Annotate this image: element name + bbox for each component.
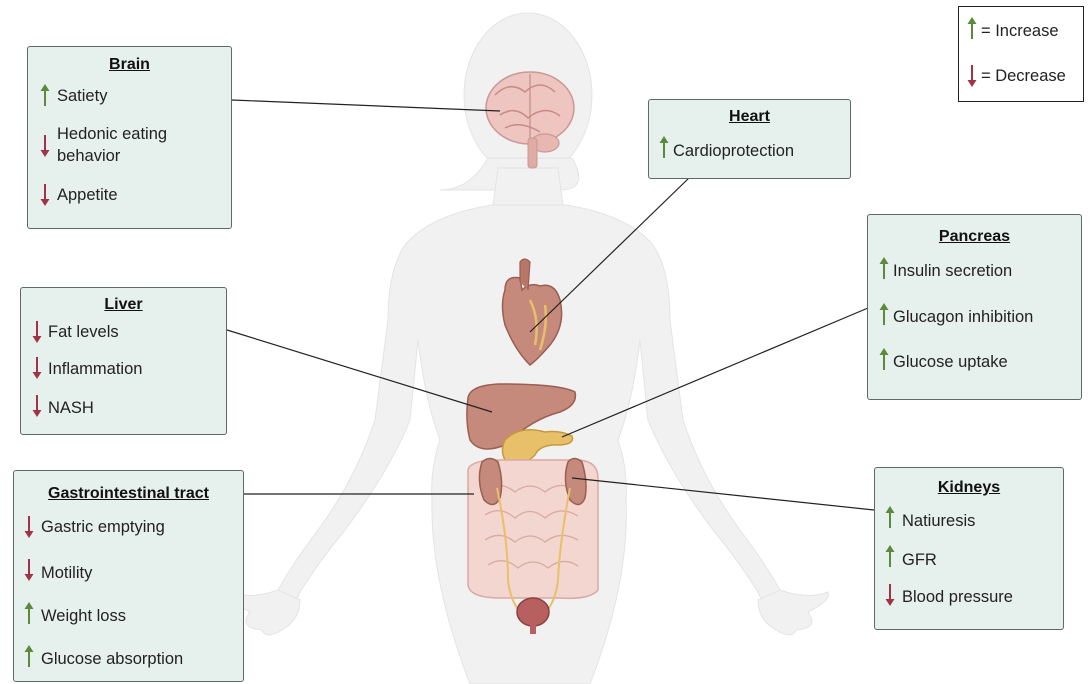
heart-title: Heart — [649, 108, 850, 126]
kidneys-box: Kidneys Natiuresis GFR Blood pressure — [874, 467, 1064, 630]
liver-title: Liver — [21, 296, 226, 314]
brain-box: Brain Satiety Hedonic eating behavior Ap… — [27, 46, 232, 229]
decrease-arrow-icon — [40, 135, 50, 157]
heart-box: Heart Cardioprotection — [648, 99, 851, 179]
decrease-arrow-icon — [24, 559, 34, 581]
liver-box: Liver Fat levels Inflammation NASH — [20, 287, 227, 435]
gi-title: Gastrointestinal tract — [14, 485, 243, 503]
brain-item-hedonic-eating: Hedonic eating — [57, 124, 167, 144]
liver-item-nash: NASH — [48, 398, 94, 418]
decrease-arrow-icon — [24, 516, 34, 538]
brain-item-appetite: Appetite — [57, 185, 118, 205]
decrease-arrow-icon — [32, 321, 42, 343]
decrease-arrow-icon — [885, 584, 895, 606]
liver-item-inflammation: Inflammation — [48, 359, 142, 379]
kidneys-title: Kidneys — [875, 479, 1063, 497]
increase-arrow-icon — [40, 84, 50, 106]
decrease-arrow-icon — [32, 357, 42, 379]
kidneys-item-natiuresis: Natiuresis — [902, 511, 975, 531]
heart-item-cardioprotection: Cardioprotection — [673, 141, 794, 161]
brain-item-satiety: Satiety — [57, 86, 107, 106]
increase-arrow-icon — [24, 602, 34, 624]
increase-arrow-icon — [879, 257, 889, 279]
increase-arrow-icon — [879, 348, 889, 370]
decrease-arrow-icon — [40, 184, 50, 206]
gi-item-glucose-absorption: Glucose absorption — [41, 649, 183, 669]
increase-arrow-icon — [885, 506, 895, 528]
brain-item-hedonic-eating-line2: behavior — [57, 146, 120, 166]
brain-title: Brain — [28, 56, 231, 74]
liver-item-fat-levels: Fat levels — [48, 322, 119, 342]
gi-item-gastric-emptying: Gastric emptying — [41, 517, 165, 537]
pancreas-item-insulin-secretion: Insulin secretion — [893, 261, 1012, 281]
pancreas-title: Pancreas — [868, 228, 1081, 246]
decrease-arrow-icon — [967, 65, 977, 87]
brain-leader-line — [232, 100, 500, 111]
pancreas-item-glucagon-inhibition: Glucagon inhibition — [893, 307, 1033, 327]
gi-box: Gastrointestinal tract Gastric emptying … — [13, 470, 244, 682]
kidneys-item-gfr: GFR — [902, 550, 937, 570]
legend-decrease-label: = Decrease — [981, 66, 1066, 86]
pancreas-item-glucose-uptake: Glucose uptake — [893, 352, 1008, 372]
pancreas-box: Pancreas Insulin secretion Glucagon inhi… — [867, 214, 1082, 400]
legend-increase-label: = Increase — [981, 21, 1059, 41]
kidneys-item-blood-pressure: Blood pressure — [902, 587, 1013, 607]
gi-item-weight-loss: Weight loss — [41, 606, 126, 626]
increase-arrow-icon — [885, 545, 895, 567]
decrease-arrow-icon — [32, 395, 42, 417]
increase-arrow-icon — [659, 136, 669, 158]
increase-arrow-icon — [967, 17, 977, 39]
gi-item-motility: Motility — [41, 563, 92, 583]
increase-arrow-icon — [24, 645, 34, 667]
increase-arrow-icon — [879, 303, 889, 325]
legend: = Increase = Decrease — [958, 6, 1084, 102]
